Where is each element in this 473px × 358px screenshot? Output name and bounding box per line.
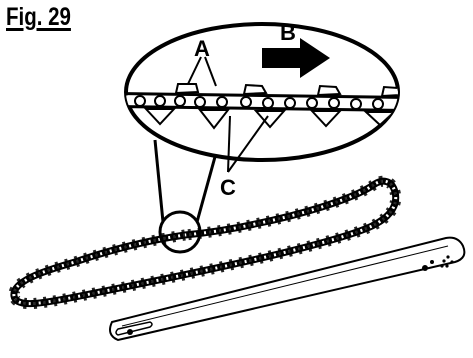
callout-a: A — [194, 36, 210, 61]
figure-title: Fig. 29 — [6, 3, 71, 31]
callout-b: B — [280, 20, 296, 45]
guide-bar — [109, 236, 466, 342]
connector-line — [195, 145, 220, 223]
cutter-teeth — [174, 83, 398, 98]
zoom-ellipse — [124, 22, 400, 162]
leader-line-a — [204, 56, 217, 87]
callout-c: C — [220, 175, 236, 200]
leader-line-c — [227, 115, 269, 173]
direction-arrow — [262, 38, 330, 78]
bar-hole — [430, 260, 434, 264]
drive-links — [143, 108, 397, 130]
chain-loop — [8, 175, 402, 310]
connector-line — [153, 139, 165, 223]
sprocket-holes — [440, 255, 454, 268]
leader-line-c — [227, 115, 231, 173]
detail-circle — [158, 210, 202, 254]
bar-hole — [127, 329, 133, 335]
bar-hole — [422, 265, 428, 271]
bar-slot — [115, 321, 153, 336]
leader-line-a — [187, 56, 202, 85]
chain-rivets — [134, 95, 384, 110]
